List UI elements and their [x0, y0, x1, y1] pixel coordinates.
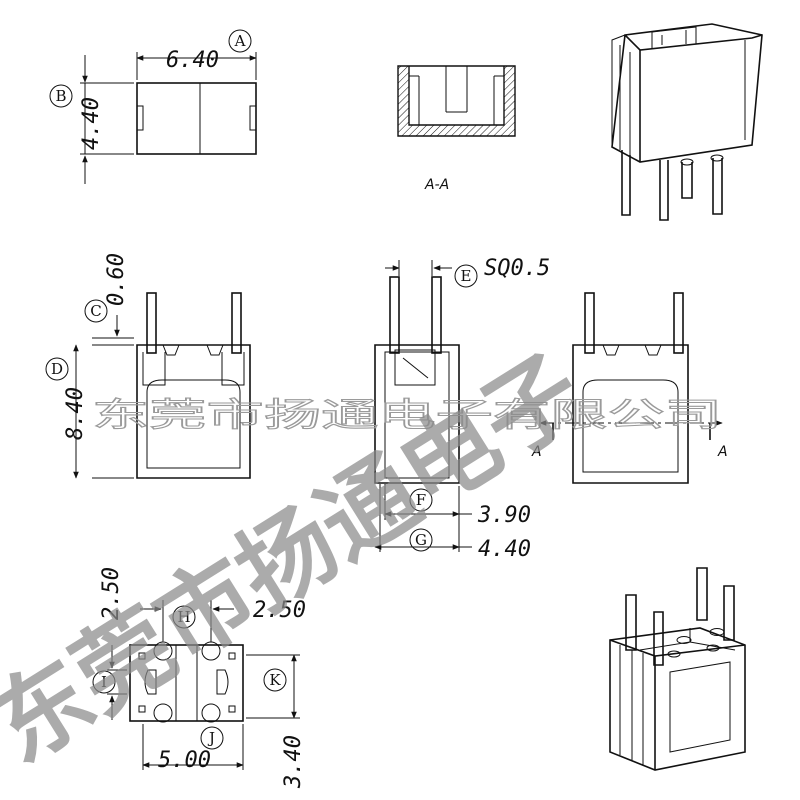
watermark-line: 东莞市扬通电子有限公司	[92, 395, 722, 434]
svg-text:C: C	[90, 302, 101, 320]
section-a-a: A-A	[397, 65, 516, 193]
watermark: 东莞市扬通电子有限公司 东莞市扬通电子	[0, 333, 723, 784]
callout-c: C	[84, 299, 108, 323]
svg-text:F: F	[416, 491, 426, 509]
callout-h: H	[172, 605, 196, 629]
callout-f: F	[409, 488, 433, 512]
callout-e: E	[454, 264, 478, 288]
front-view: 0.60 8.40 C D	[45, 253, 251, 479]
dim-pin-pitch-h: 2.50	[253, 598, 306, 623]
callout-j: J	[200, 726, 224, 750]
top-view-outline	[136, 82, 257, 155]
callout-i: I	[92, 670, 116, 694]
svg-text:A: A	[234, 32, 246, 50]
bottom-view: 2.50 2.50 5.00 3.40 H I J K	[92, 567, 306, 789]
dim-side-inner: 3.90	[477, 503, 531, 528]
callout-a: A	[228, 29, 252, 53]
dim-pin-square: SQ0.5	[484, 256, 550, 281]
svg-text:H: H	[177, 608, 190, 626]
dim-height: 8.40	[63, 387, 88, 440]
dim-bottom-depth: 3.40	[281, 735, 306, 789]
callout-k: K	[263, 668, 287, 692]
svg-text:K: K	[269, 671, 281, 689]
svg-text:J: J	[207, 729, 215, 747]
callout-b: B	[49, 84, 73, 108]
svg-text:B: B	[55, 87, 66, 105]
svg-text:E: E	[461, 267, 472, 285]
svg-text:G: G	[415, 531, 427, 549]
dim-pin-offset: 0.60	[104, 253, 129, 306]
iso-view-top	[611, 23, 763, 221]
dim-bottom-width: 5.00	[158, 748, 211, 773]
section-cut-left: A	[531, 444, 542, 460]
svg-text:I: I	[101, 673, 107, 691]
callout-d: D	[45, 357, 69, 381]
top-view: 6.40 4.40 A B	[49, 29, 257, 184]
dim-top-width: 6.40	[166, 48, 219, 73]
section-cut-right: A	[717, 444, 728, 460]
dim-pin-pitch-v: 2.50	[99, 567, 124, 620]
rear-view: A A	[531, 292, 728, 484]
callout-g: G	[409, 528, 433, 552]
svg-text:D: D	[51, 360, 63, 378]
dim-top-depth: 4.40	[79, 97, 104, 150]
section-label: A-A	[424, 177, 449, 193]
dim-side-outer: 4.40	[478, 537, 531, 562]
side-view: SQ0.5 3.90 4.40 E F G	[374, 256, 550, 562]
iso-view-bottom	[609, 567, 746, 771]
